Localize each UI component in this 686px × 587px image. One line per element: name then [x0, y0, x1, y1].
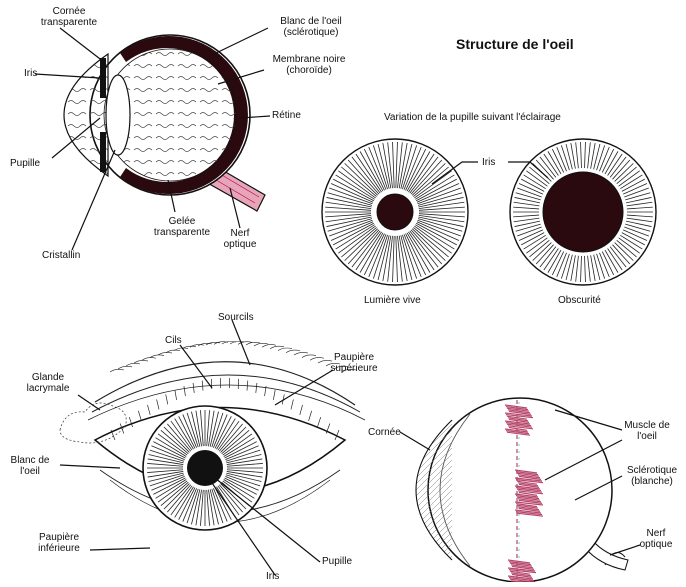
label-pupil-front: Pupille [322, 556, 352, 567]
label-cornea-globe: Cornée [368, 427, 401, 438]
pupil-dark-drawing [510, 139, 656, 285]
label-pupil-section: Pupille [10, 158, 40, 169]
pupil-bright-drawing [322, 139, 468, 285]
label-sclera-globe: Sclérotique (blanche) [620, 465, 684, 487]
label-bright-light: Lumière vive [364, 295, 421, 306]
globe-drawing [416, 398, 628, 582]
label-cornea: Cornée transparente [38, 6, 100, 28]
label-vitreous: Gelée transparente [148, 216, 216, 238]
label-upper-lid: Paupière supérieure [322, 352, 386, 374]
label-iris-pupil: Iris [482, 157, 495, 168]
front-iris-drawing [143, 406, 267, 530]
label-darkness: Obscurité [558, 295, 601, 306]
label-choroid: Membrane noire (choroïde) [268, 54, 350, 76]
lens-drawing [106, 75, 130, 155]
iris-upper [100, 58, 106, 98]
label-nerve-globe: Nerf optique [636, 528, 676, 550]
label-retina: Rétine [272, 110, 301, 121]
label-lower-lid: Paupière inférieure [28, 532, 90, 554]
label-lacrimal: Glande lacrymale [20, 372, 76, 394]
label-eyebrows: Sourcils [218, 312, 254, 323]
diagram-title: Structure de l'oeil [456, 36, 574, 52]
label-optic-nerve: Nerf optique [220, 228, 260, 250]
label-muscle: Muscle de l'oeil [622, 420, 672, 442]
label-lashes: Cils [165, 335, 182, 346]
label-white-front: Blanc de l'oeil [10, 455, 50, 477]
iris-lower [100, 132, 106, 172]
pupil-variation-heading: Variation de la pupille suivant l'éclair… [384, 112, 561, 123]
label-lens: Cristallin [42, 250, 80, 261]
label-iris-section: Iris [24, 68, 37, 79]
label-iris-front: Iris [266, 571, 279, 582]
label-sclera: Blanc de l'oeil (sclérotique) [268, 16, 354, 38]
